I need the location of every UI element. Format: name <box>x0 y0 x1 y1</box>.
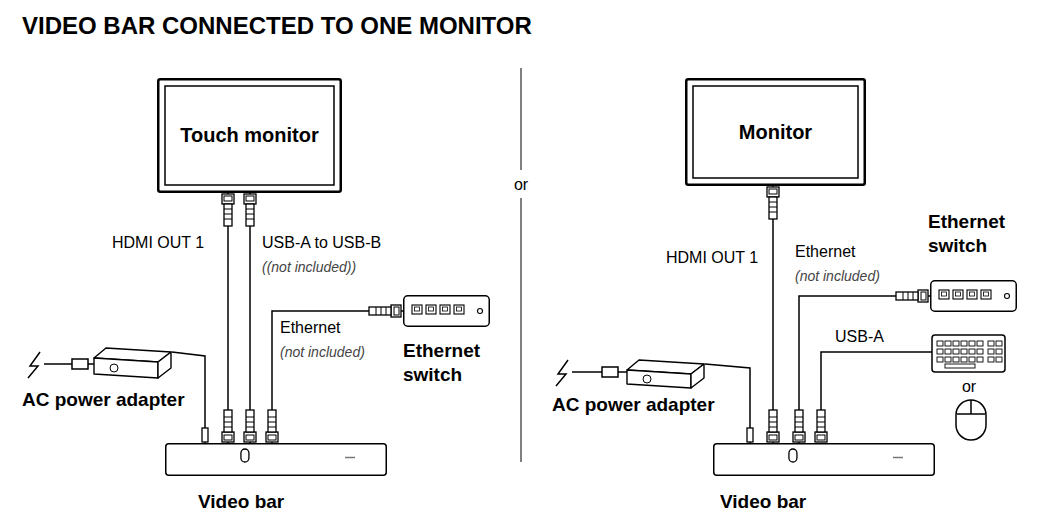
device-label: Ethernet switch <box>403 339 503 387</box>
video-bar: Video bar <box>713 443 935 476</box>
wall-power-symbol <box>28 352 95 378</box>
ethernet-switch: Ethernet switch <box>403 295 490 327</box>
note-text: (not included) <box>280 344 365 360</box>
monitor-box: Touch monitor <box>157 78 342 193</box>
cable-label: Ethernet <box>280 319 340 337</box>
cable <box>772 186 774 443</box>
annotation-text: USB-A <box>835 328 884 346</box>
device-label: Ethernet switch <box>928 210 1028 258</box>
cable-label: Ethernet <box>795 243 855 261</box>
annotation-text: or <box>959 378 979 396</box>
cable-label: HDMI OUT 1 <box>666 249 758 267</box>
note-text: ((not included)) <box>262 259 356 275</box>
cable-label: HDMI OUT 1 <box>112 234 204 252</box>
device-outline <box>625 358 705 390</box>
device-outline <box>930 280 1017 312</box>
device-label: AC power adapter <box>552 393 715 417</box>
device-label: AC power adapter <box>22 388 185 412</box>
keyboard-icon <box>932 335 1005 372</box>
annotation-text: or <box>511 176 531 194</box>
device-outline <box>165 443 387 476</box>
note-text: (not included) <box>795 268 880 284</box>
power-adapter: AC power adapter <box>92 346 172 380</box>
device-label: Touch monitor <box>180 123 319 148</box>
power-adapter: AC power adapter <box>625 358 705 390</box>
video-bar: Video bar <box>165 443 387 476</box>
cable <box>272 311 403 443</box>
device-outline <box>713 443 935 476</box>
cable <box>249 193 251 443</box>
divider-line <box>521 68 522 462</box>
wall-power-symbol <box>556 360 628 386</box>
cable <box>227 193 229 443</box>
cable-plug <box>202 410 827 442</box>
ethernet-switch: Ethernet switch <box>930 280 1017 312</box>
cable <box>799 296 930 443</box>
device-outline <box>403 295 490 327</box>
monitor-box: Monitor <box>685 78 866 186</box>
usb-wire <box>821 352 932 430</box>
device-outline <box>92 346 172 380</box>
cable-label: USB-A to USB-B <box>262 234 381 252</box>
diagram-title: VIDEO BAR CONNECTED TO ONE MONITOR <box>22 12 532 40</box>
device-label: Video bar <box>198 490 284 514</box>
device-label: Monitor <box>739 120 812 145</box>
mouse-icon <box>956 400 986 440</box>
device-label: Video bar <box>720 490 806 514</box>
